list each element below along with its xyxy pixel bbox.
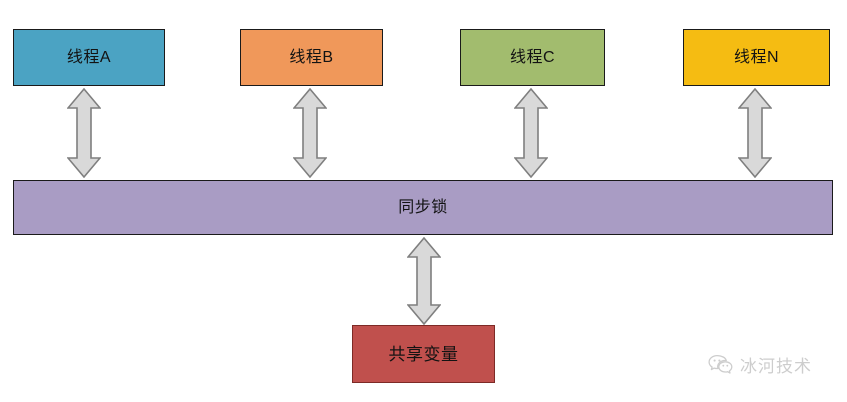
node-thread-a[interactable]: 线程A (13, 29, 165, 86)
node-thread-a-label: 线程A (66, 48, 112, 66)
node-thread-b[interactable]: 线程B (240, 29, 383, 86)
node-thread-n[interactable]: 线程N (683, 29, 830, 86)
watermark-text: 冰河技术 (740, 357, 812, 377)
connector-thread-a-to-lock (67, 88, 101, 178)
node-thread-c-label: 线程C (509, 48, 556, 66)
node-thread-n-label: 线程N (733, 48, 780, 66)
connector-thread-b-to-lock (293, 88, 327, 178)
wechat-icon (708, 354, 734, 376)
connector-lock-to-shared-variable (407, 237, 441, 325)
node-thread-b-label: 线程B (289, 48, 334, 66)
connector-thread-n-to-lock (738, 88, 772, 178)
node-sync-lock-label: 同步锁 (398, 198, 448, 216)
node-sync-lock[interactable]: 同步锁 (13, 180, 833, 235)
watermark: 冰河技术 (708, 352, 812, 377)
node-shared-variable[interactable]: 共享变量 (352, 325, 495, 383)
node-thread-c[interactable]: 线程C (460, 29, 605, 86)
node-shared-variable-label: 共享变量 (388, 344, 459, 364)
connector-thread-c-to-lock (514, 88, 548, 178)
